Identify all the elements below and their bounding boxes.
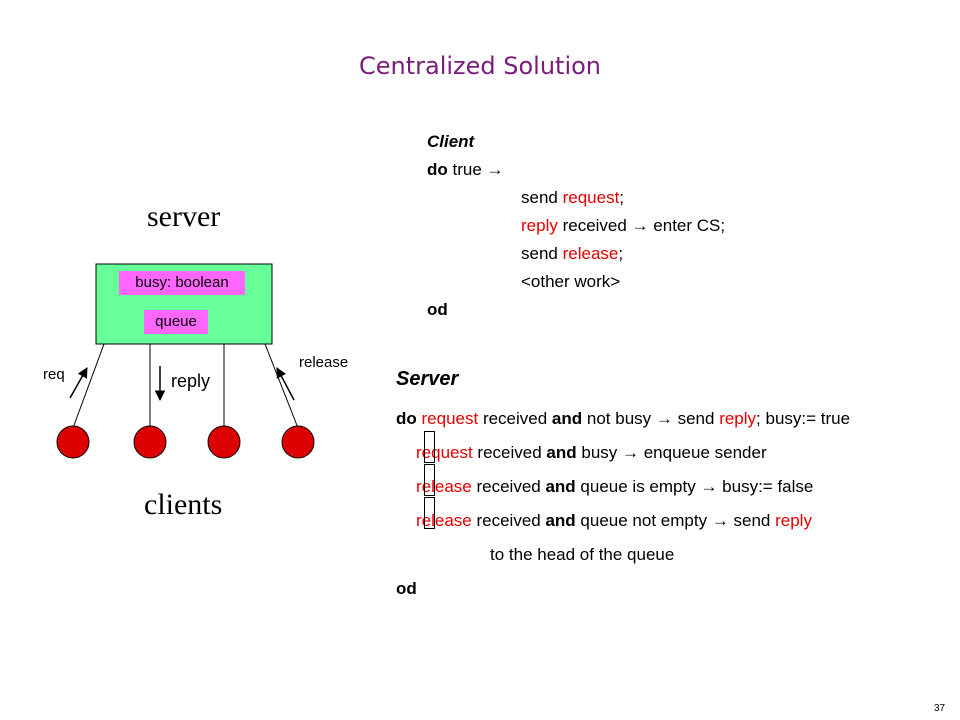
server-line-4: release received and queue not empty → s…	[416, 511, 812, 530]
client-node-4	[281, 425, 315, 459]
client-server-diagram	[56, 263, 315, 459]
queue-field: queue	[144, 310, 208, 334]
server-label: server	[147, 200, 221, 233]
server-line-1: do request received and not busy → send …	[396, 409, 851, 428]
server-line-2: request received and busy → enqueue send…	[416, 443, 767, 462]
server-line-3: release received and queue is empty → bu…	[416, 477, 814, 496]
req-label: req	[43, 366, 65, 383]
server-line-5: to the head of the queue	[490, 545, 675, 564]
guard-bracket-3	[424, 497, 435, 529]
server-heading: Server	[396, 368, 459, 390]
slide-title: Centralized Solution	[358, 52, 602, 80]
guard-bracket-2	[424, 464, 435, 496]
client-node-3	[207, 425, 241, 459]
client-heading: Client	[427, 132, 475, 151]
client-line-other-work: <other work>	[521, 272, 621, 291]
client-line-reply: reply received → enter CS;	[521, 216, 726, 235]
client-line-do: do true →	[427, 160, 504, 179]
server-code: do request received and not busy → send …	[396, 402, 850, 606]
client-line-send-release: send release;	[521, 244, 624, 263]
release-label: release	[299, 354, 349, 371]
client-line-od: od	[427, 300, 448, 319]
busy-boolean-field: busy: boolean	[119, 271, 245, 295]
link-client-4	[264, 343, 299, 429]
release-arrow	[276, 367, 295, 401]
reply-label: reply	[171, 371, 211, 391]
link-client-1	[72, 343, 105, 429]
clients-label: clients	[144, 488, 223, 521]
page-number: 37	[934, 703, 946, 714]
client-node-1	[56, 425, 90, 459]
server-line-od: od	[396, 579, 417, 598]
client-line-send-request: send request;	[521, 188, 625, 207]
req-arrow	[69, 367, 88, 399]
client-code: Client do true → send request; reply rec…	[427, 128, 725, 324]
client-node-2	[133, 425, 167, 459]
guard-bracket-1	[424, 431, 435, 463]
